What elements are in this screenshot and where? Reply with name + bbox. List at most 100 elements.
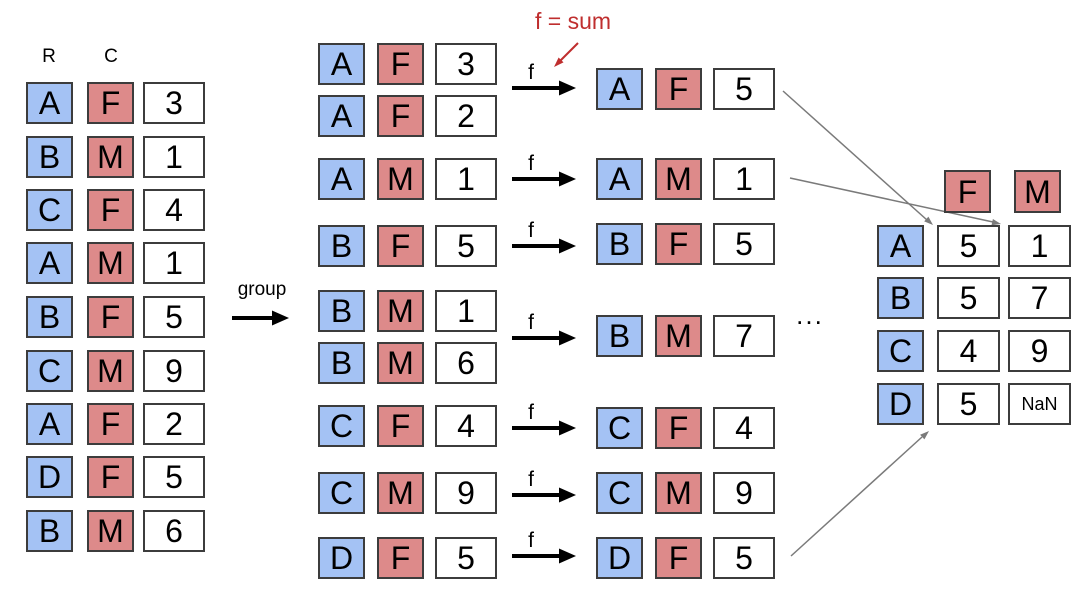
f-label-2: f (528, 152, 534, 175)
c-key-cell: M (655, 158, 702, 200)
c-key-cell: F (377, 95, 424, 137)
r-key-cell: C (26, 350, 73, 392)
pivot-value-cell: 9 (1008, 330, 1071, 372)
value-cell: 5 (143, 456, 205, 498)
value-cell: 5 (713, 537, 775, 579)
c-key-cell: F (377, 537, 424, 579)
c-key-cell: F (655, 407, 702, 449)
r-key-cell: A (596, 68, 643, 110)
pivot-row-header: B (877, 277, 924, 319)
pivot-value-cell: 7 (1008, 277, 1071, 319)
f-label-6: f (528, 468, 534, 491)
value-cell: 9 (435, 472, 497, 514)
c-key-cell: M (377, 472, 424, 514)
r-key-cell: B (318, 342, 365, 384)
value-cell: 2 (435, 95, 497, 137)
c-key-cell: M (377, 342, 424, 384)
pivot-table: F M A 5 1 B 5 7 C 4 9 D 5 NaN (877, 170, 1077, 430)
r-key-cell: C (318, 405, 365, 447)
value-cell: 3 (435, 43, 497, 85)
c-key-cell: M (87, 350, 134, 392)
left-table-c-header: C (104, 46, 118, 67)
value-cell: 4 (143, 189, 205, 231)
c-key-cell: M (87, 136, 134, 178)
r-key-cell: D (596, 537, 643, 579)
value-cell: 5 (435, 537, 497, 579)
r-key-cell: A (318, 95, 365, 137)
c-key-cell: F (87, 403, 134, 445)
pivot-row-header: D (877, 383, 924, 425)
c-key-cell: F (87, 82, 134, 124)
c-key-cell: F (377, 43, 424, 85)
f-label-7: f (528, 529, 534, 552)
left-table-r-header: R (42, 46, 56, 67)
r-key-cell: C (596, 407, 643, 449)
c-key-cell: M (377, 158, 424, 200)
pivot-value-cell: 5 (937, 225, 1000, 267)
c-key-cell: F (377, 405, 424, 447)
value-cell: 9 (143, 350, 205, 392)
value-cell: 4 (435, 405, 497, 447)
pivot-row-header: C (877, 330, 924, 372)
r-key-cell: D (318, 537, 365, 579)
pivot-row-header: A (877, 225, 924, 267)
r-key-cell: B (26, 296, 73, 338)
group-label: group (237, 279, 287, 300)
r-key-cell: B (596, 223, 643, 265)
c-key-cell: M (655, 472, 702, 514)
c-key-cell: F (655, 537, 702, 579)
c-key-cell: F (87, 296, 134, 338)
pivot-value-cell: 5 (937, 383, 1000, 425)
r-key-cell: B (26, 510, 73, 552)
f-label-3: f (528, 219, 534, 242)
r-key-cell: C (26, 189, 73, 231)
value-cell: 9 (713, 472, 775, 514)
pivot-col-header-f: F (944, 170, 991, 213)
value-cell: 5 (435, 225, 497, 267)
c-key-cell: F (87, 189, 134, 231)
value-cell: 5 (713, 68, 775, 110)
value-cell: 1 (713, 158, 775, 200)
c-key-cell: M (655, 315, 702, 357)
pivot-value-cell: 5 (937, 277, 1000, 319)
pivot-value-cell-nan: NaN (1008, 383, 1071, 425)
r-key-cell: B (26, 136, 73, 178)
r-key-cell: A (318, 158, 365, 200)
r-key-cell: A (26, 82, 73, 124)
r-key-cell: C (318, 472, 365, 514)
r-key-cell: A (26, 242, 73, 284)
value-cell: 2 (143, 403, 205, 445)
f-label-1: f (528, 61, 534, 84)
value-cell: 6 (435, 342, 497, 384)
r-key-cell: B (318, 225, 365, 267)
f-label-4: f (528, 311, 534, 334)
value-cell: 1 (143, 242, 205, 284)
c-key-cell: F (655, 223, 702, 265)
r-key-cell: A (318, 43, 365, 85)
f-label-5: f (528, 401, 534, 424)
f-sum-label: f = sum (534, 8, 612, 34)
value-cell: 1 (143, 136, 205, 178)
value-cell: 1 (435, 290, 497, 332)
pivot-value-cell: 1 (1008, 225, 1071, 267)
